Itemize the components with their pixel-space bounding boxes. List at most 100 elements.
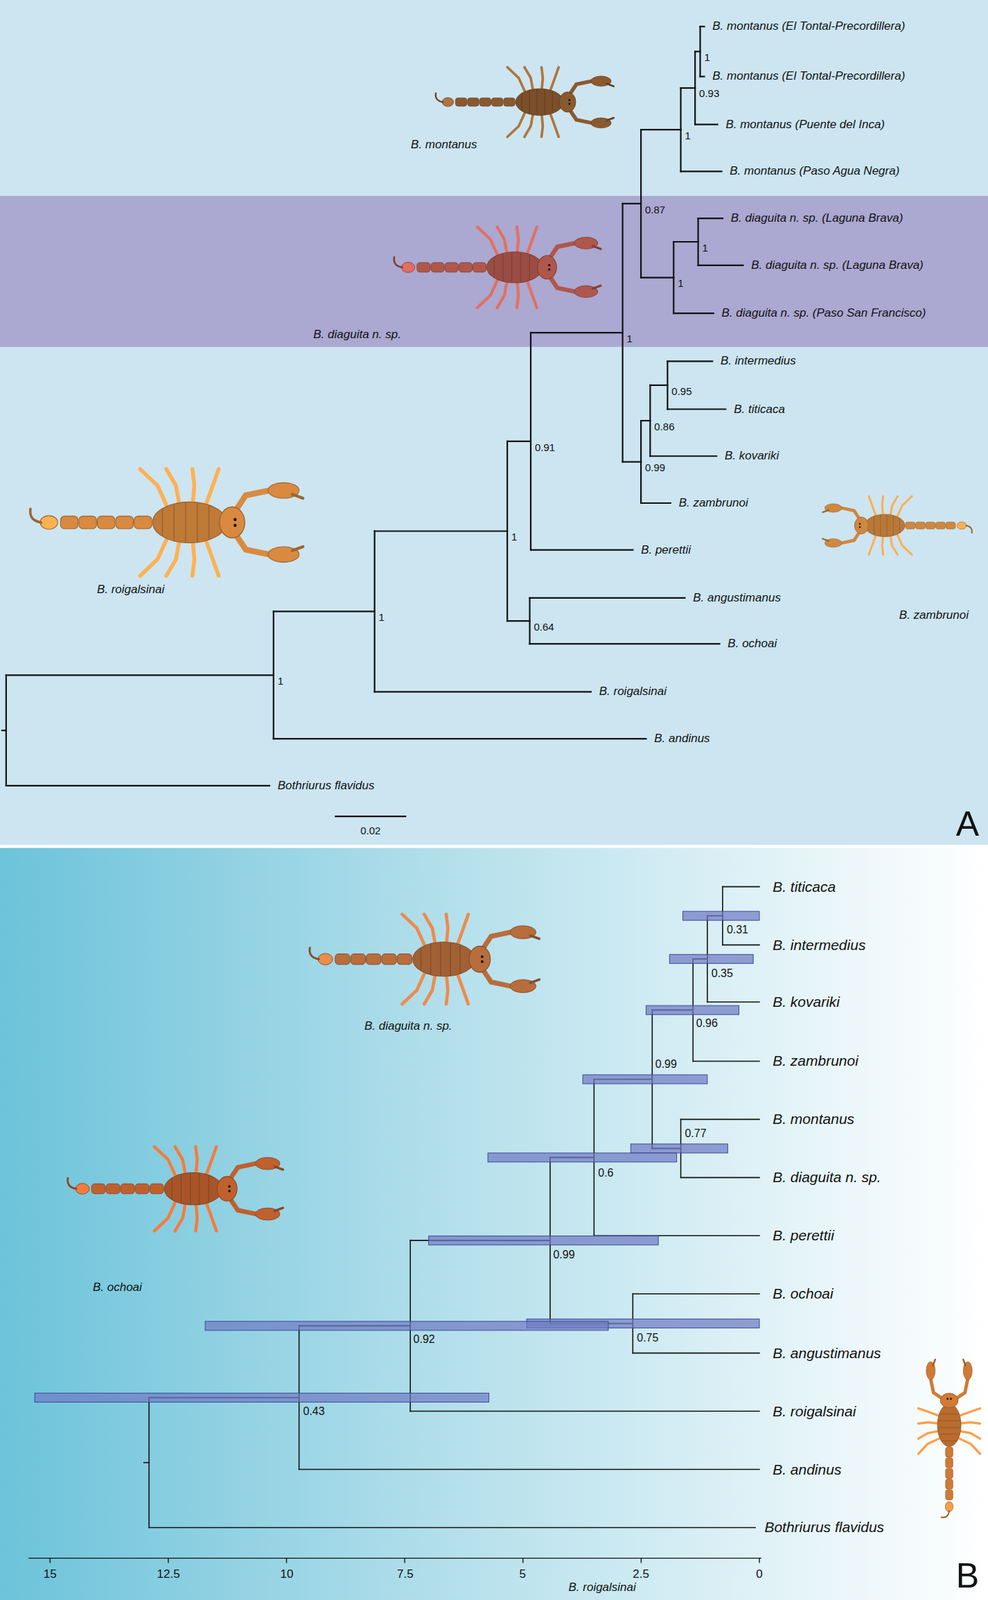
scorpion-photo-part <box>592 285 601 289</box>
scorpion-photo-part <box>511 252 513 283</box>
scorpion-photo-part <box>958 1437 981 1454</box>
tree-branch <box>622 203 642 205</box>
scorpion-photo-part <box>381 954 397 965</box>
scorpion-photo-part <box>897 496 912 517</box>
axis-tick-label: 12.5 <box>157 1567 181 1582</box>
scorpion-photo-part <box>477 226 499 255</box>
tree-branch <box>507 440 531 443</box>
scorpion-photo-part <box>548 268 551 271</box>
scorpion-photo-part <box>173 503 175 541</box>
support-value: 0.96 <box>696 1017 718 1030</box>
scorpion-photo-part <box>515 88 564 116</box>
scorpion-photo-part <box>189 1172 191 1205</box>
tree-branch <box>649 385 651 456</box>
scorpion-photo-part <box>548 263 551 267</box>
scorpion-photo-part <box>526 226 537 255</box>
support-value: 1 <box>277 674 284 687</box>
photo-caption: B. montanus <box>410 137 477 152</box>
scorpion-photo-part <box>864 514 905 537</box>
scorpion-photo-part <box>859 523 861 525</box>
scorpion-photo-part <box>412 941 476 976</box>
scorpion-photo-part <box>154 1146 176 1177</box>
support-value: 0.99 <box>552 1248 575 1261</box>
scorpion-photo-part <box>233 523 237 527</box>
hpd-bar <box>683 911 760 921</box>
tip-label: B. zambrunoi <box>678 496 749 510</box>
scorpion-photo-part <box>859 525 861 528</box>
support-value: 0.92 <box>413 1333 436 1346</box>
scorpion-photo-part <box>559 92 576 113</box>
scorpion-photo-part <box>442 97 454 107</box>
photo-caption: B. roigalsinai <box>96 582 165 597</box>
clade-band-background <box>0 196 988 348</box>
scorpion-photo-part <box>205 1200 217 1231</box>
hpd-bar <box>34 1392 490 1402</box>
tip-label: B. titicaca <box>772 878 836 896</box>
photo-caption: B. zambrunoi <box>899 608 969 623</box>
tree-branch <box>679 87 682 172</box>
tip-label: B. montanus (Paso Agua Negra) <box>729 164 900 179</box>
tree-branch <box>640 128 681 131</box>
tree-branch <box>640 419 650 422</box>
scorpion-photo-part <box>205 1146 217 1177</box>
axis-tick-label: 10 <box>279 1567 294 1582</box>
scorpion-photo <box>435 67 614 137</box>
tree-branch <box>649 384 668 386</box>
scorpion-photo-part <box>134 516 152 529</box>
scorpion-photo-part <box>459 944 461 974</box>
scorpion-photo-part <box>822 539 828 542</box>
scorpion-photo-part <box>544 89 546 116</box>
scorpion-photo-part <box>524 67 534 93</box>
support-value: 0.31 <box>726 922 749 936</box>
scorpion-photo-part <box>939 1413 960 1415</box>
tree-branch <box>667 408 726 410</box>
tip-label: B. montanus (Puente del Inca) <box>725 117 885 132</box>
scorpion-photo-part <box>890 496 898 517</box>
scorpion-photo-part <box>899 518 901 534</box>
tip-label: B. ochoai <box>727 636 777 651</box>
panel: B <box>0 848 988 1600</box>
scorpion-photo-part <box>458 262 472 273</box>
tree-branch <box>528 597 531 644</box>
hpd-bar <box>487 1152 677 1162</box>
scorpion-photo-part <box>487 252 544 284</box>
scorpion-photo-part <box>424 972 436 1004</box>
support-value: 0.64 <box>533 620 554 633</box>
scorpion-photo-part <box>541 112 544 138</box>
tree-branch <box>681 87 696 89</box>
scorpion-photo-part <box>162 508 164 537</box>
scorpion-photo-part <box>205 469 219 508</box>
scorpion-photo-part <box>945 1489 954 1501</box>
scorpion-photo-part <box>75 1183 90 1194</box>
scorpion-photo-part <box>529 90 531 115</box>
clade-band: B. diaguita n. sp. (Laguna Brava)B. diag… <box>0 196 988 348</box>
tree-branch <box>681 170 722 172</box>
tree-branch <box>698 264 744 267</box>
scorpion-photo-part <box>822 509 828 513</box>
hpd-bar <box>630 1143 728 1153</box>
tree-branch <box>649 455 717 457</box>
scorpion-photo-part <box>937 1420 961 1422</box>
scorpion-photo-part <box>949 1397 952 1400</box>
axis-tick <box>522 1558 524 1564</box>
scorpion-photo-part <box>945 1468 954 1479</box>
scorpion-photo-part <box>925 521 936 529</box>
scorpion-photo-part <box>938 1433 961 1435</box>
scale-bar <box>334 815 407 817</box>
scorpion-photo-part <box>78 516 97 529</box>
scorpion-photo-part <box>918 1430 941 1439</box>
tip-label: B. kovariki <box>772 993 840 1011</box>
scorpion-photo-part <box>918 1407 941 1416</box>
scorpion-photo-part <box>480 960 484 964</box>
scorpion-photo-part <box>60 516 78 529</box>
scorpion-photo-part <box>40 515 58 530</box>
panel-letter: B <box>956 1556 979 1597</box>
scorpion-photo-part <box>479 97 491 107</box>
scorpion-photo-part <box>958 1430 981 1439</box>
scorpion-photo-part <box>205 537 219 576</box>
scorpion-photo-part <box>526 279 537 308</box>
scorpion-photo-part <box>444 262 458 273</box>
tree-branch <box>666 360 668 409</box>
scorpion-photo-part <box>933 1359 936 1366</box>
tip-label: B. montanus (El Tontal-Precordillera) <box>712 69 905 84</box>
